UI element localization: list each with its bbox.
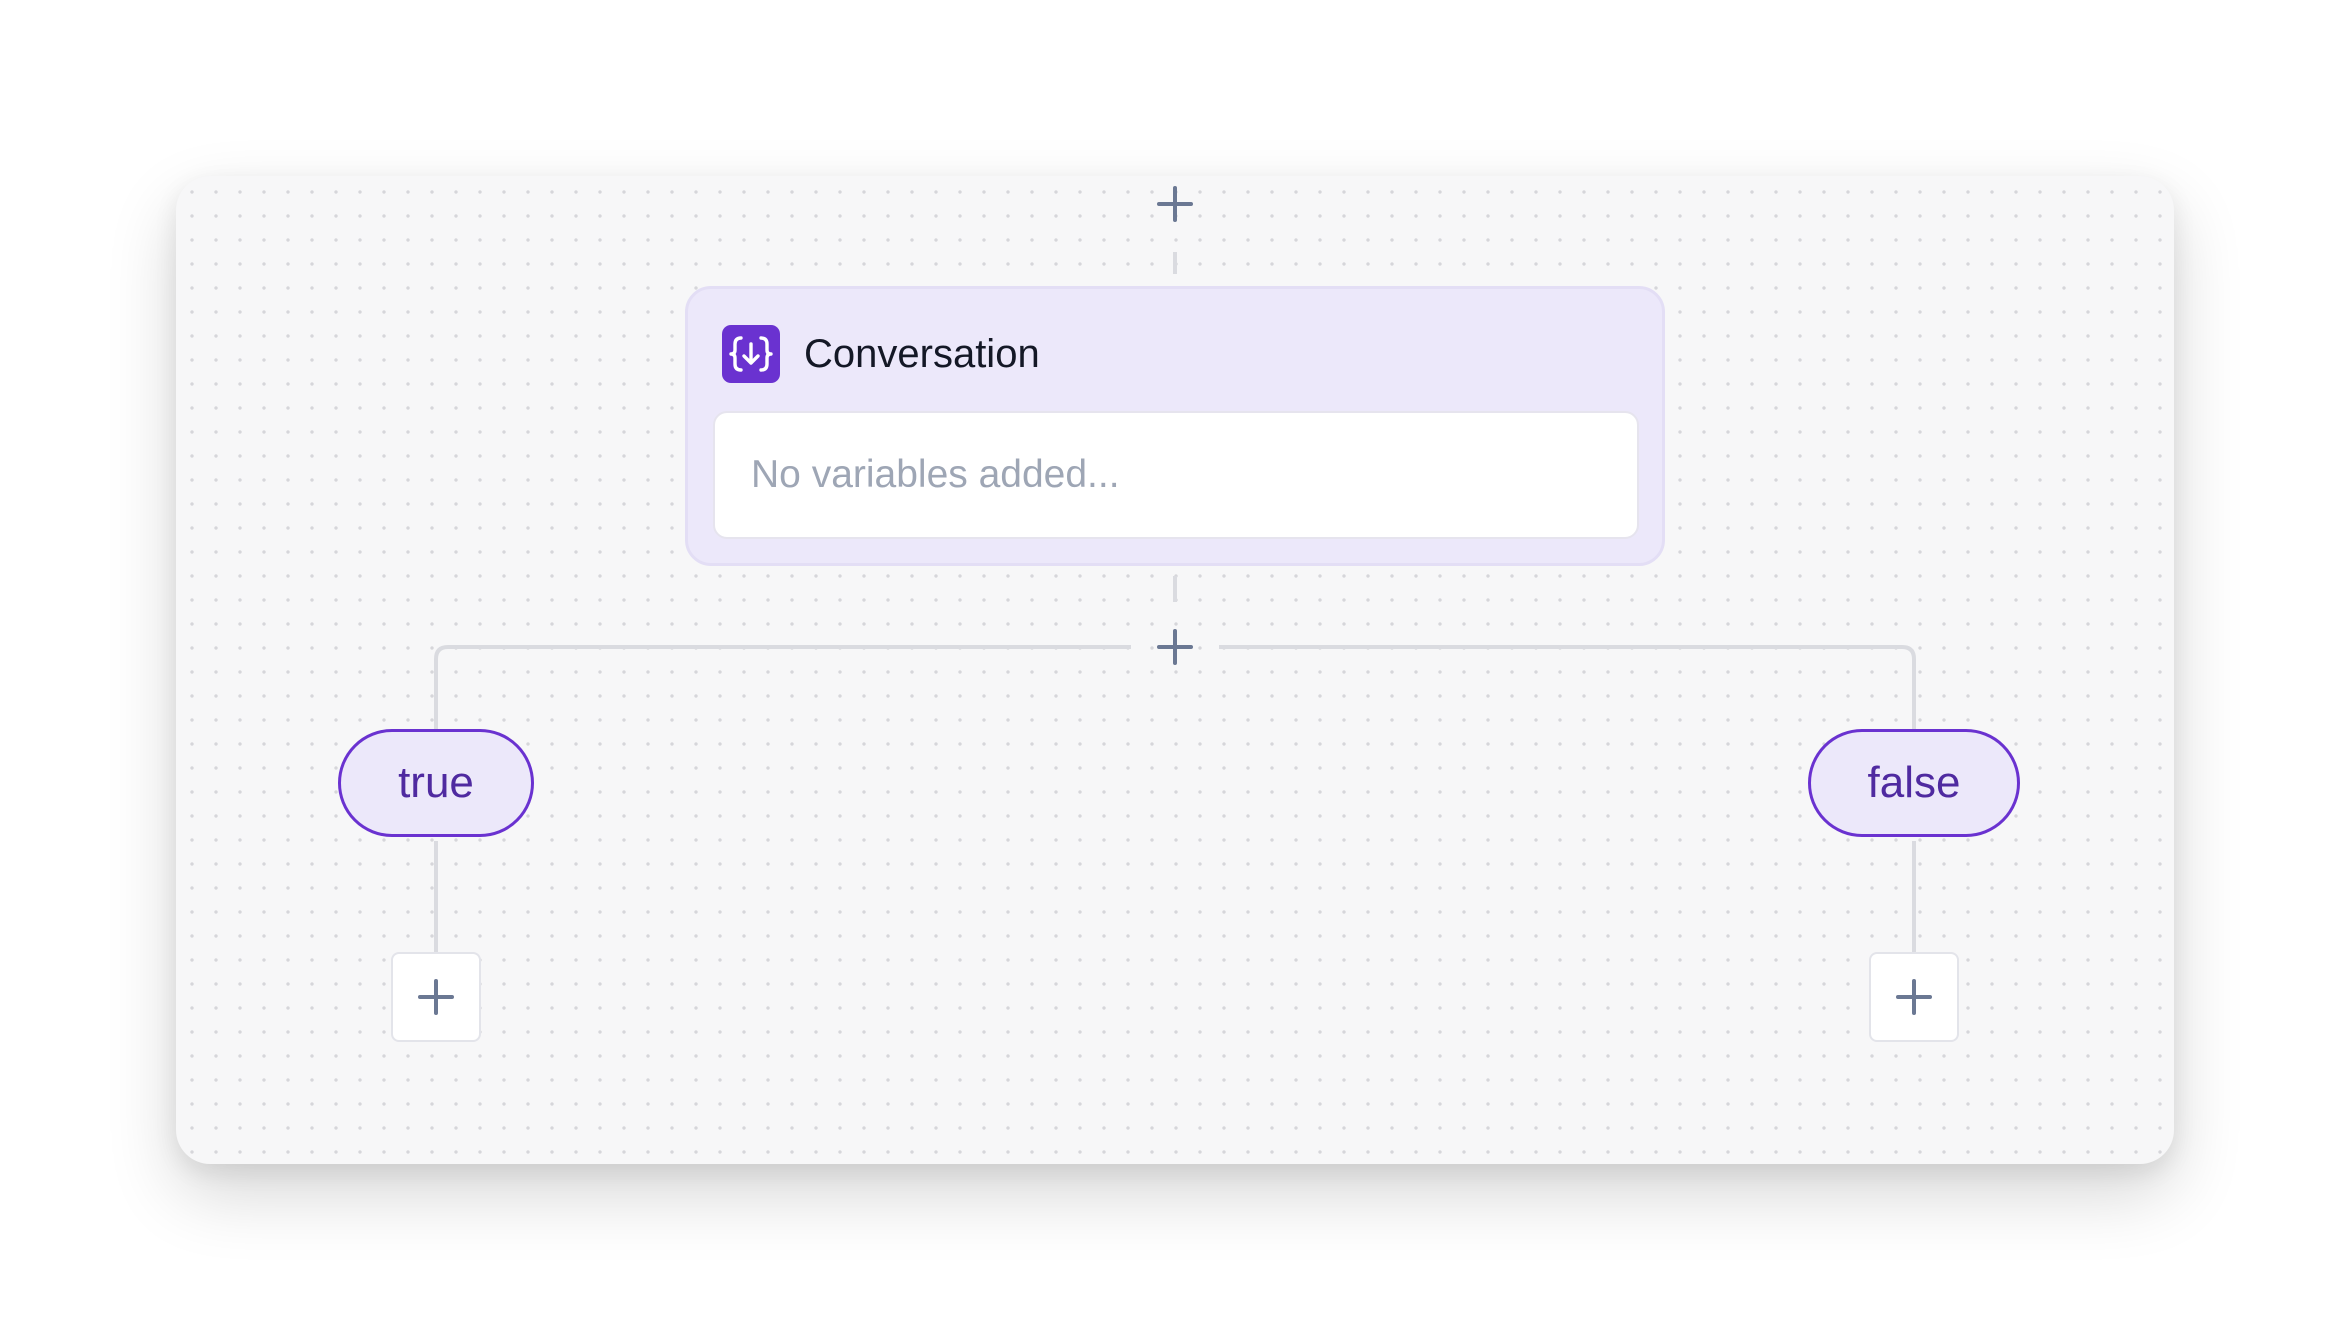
connector-left-branch xyxy=(434,645,1131,729)
variables-panel[interactable]: No variables added... xyxy=(713,411,1639,539)
branch-connectors xyxy=(434,252,1916,952)
plus-icon xyxy=(1892,975,1936,1019)
conversation-node[interactable]: Conversation No variables added... xyxy=(685,286,1665,566)
flow-canvas[interactable]: Conversation No variables added... true … xyxy=(176,176,2174,1164)
add-step-true-button[interactable] xyxy=(391,952,481,1042)
plus-icon xyxy=(414,975,458,1019)
add-step-above-icon[interactable] xyxy=(1153,182,1197,226)
add-branch-icon[interactable] xyxy=(1153,625,1197,669)
add-step-false-button[interactable] xyxy=(1869,952,1959,1042)
variable-braces-icon xyxy=(722,325,780,383)
connector-right-branch xyxy=(1219,645,1916,729)
branch-false[interactable]: false xyxy=(1808,729,2020,837)
branch-true[interactable]: true xyxy=(338,729,534,837)
variables-placeholder: No variables added... xyxy=(751,453,1120,496)
node-title: Conversation xyxy=(804,332,1040,376)
